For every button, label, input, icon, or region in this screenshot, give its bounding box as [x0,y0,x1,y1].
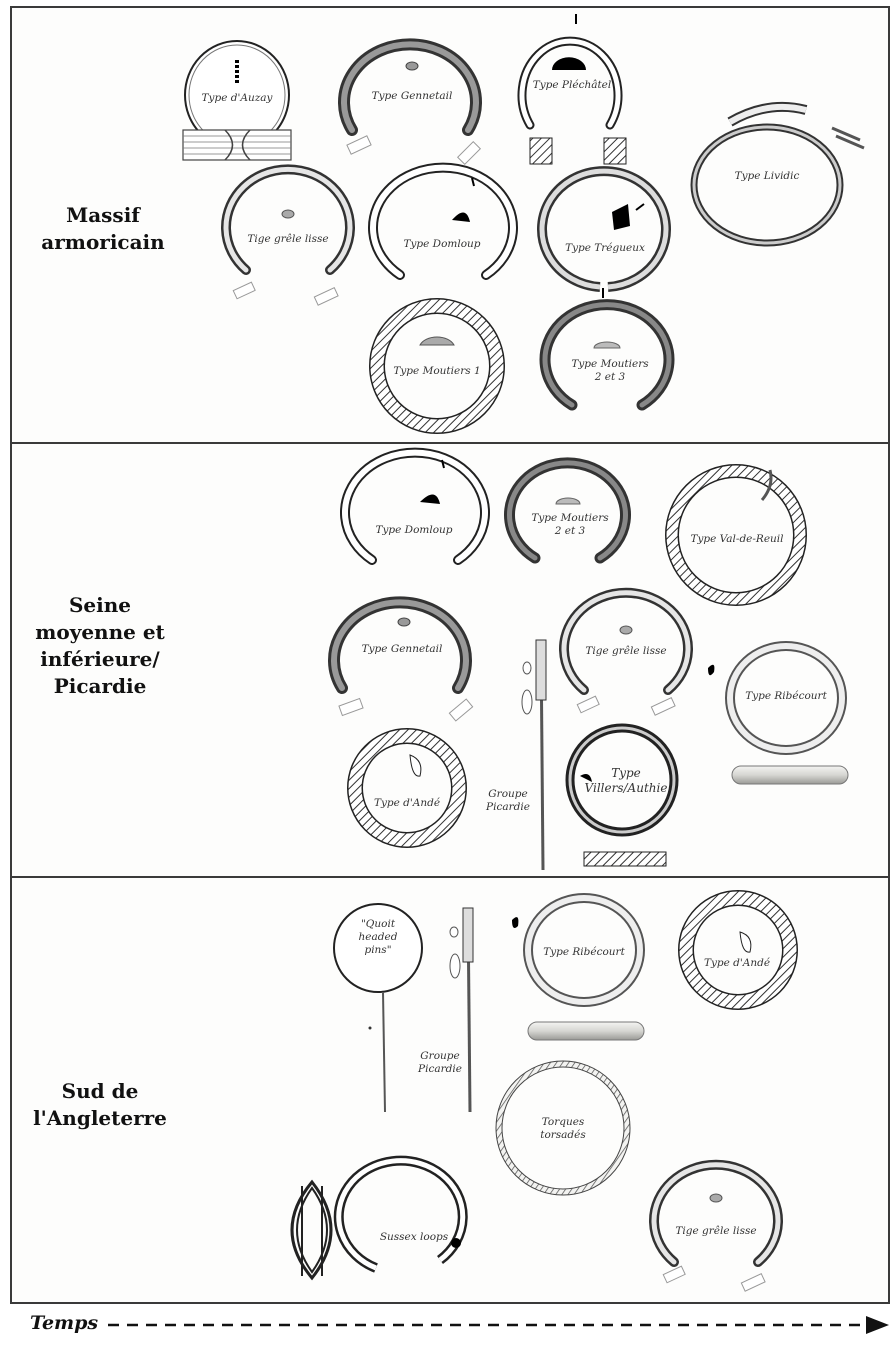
timeline-label: Temps [30,1312,99,1334]
bracelet-ande-1 [347,728,467,848]
label-type-moutiers-2-3: Type Moutiers 2 et 3 [520,512,620,538]
label-line: Groupe [420,1050,460,1062]
label-type-ande: Type d'Andé [373,797,441,809]
region-line: Massif [66,203,140,227]
region-line: l'Angleterre [33,1106,167,1130]
bracelet-moutiers-23-2 [504,457,631,564]
region-line: armoricain [41,230,165,254]
region-sud-angleterre: Sud de l'Angleterre [15,1078,185,1132]
label-line: Villers/Authie [584,781,668,795]
bracelet-moutiers-23-1 [539,299,675,411]
region-line: inférieure/ [40,647,160,671]
bracelet-ande-2 [678,890,798,1010]
label-type-ande: Type d'Andé [703,957,771,969]
label-line: Type [611,766,641,780]
label-line: Type Moutiers [571,358,649,370]
label-type-ribecourt: Type Ribécourt [745,690,827,702]
label-type-tregueux: Type Trégueux [565,242,645,254]
label-line: Picardie [486,801,530,813]
label-type-villers-authie: Type Villers/Authie [576,766,676,796]
bracelet-tige-grele-1 [221,164,355,306]
panel-armorican [10,6,890,444]
bracelet-domloup-2 [340,447,490,565]
label-line: "Quoit [360,918,396,930]
time-arrow [108,1316,889,1334]
bracelet-tige-grele-3 [649,1159,783,1292]
label-line: pins" [364,944,392,956]
sussex-loop-side [290,1179,333,1281]
label-type-lividic: Type Lividic [734,170,800,182]
bracelet-val-de-reuil [665,464,807,606]
label-type-val-de-reuil: Type Val-de-Reuil [690,533,784,545]
region-line: Sud de [61,1079,139,1103]
label-type-domloup: Type Domloup [403,238,481,250]
pin-picardie-2 [449,907,519,1113]
pin-quoit-headed [333,903,423,1113]
bracelet-villers [565,723,679,867]
bracelet-tregueux [537,166,671,298]
bracelet-domloup-1 [368,162,518,280]
region-seine-picardie: Seine moyenne et inférieure/ Picardie [20,592,180,700]
label-quoit-headed-pins: "Quoit headed pins" [346,918,410,957]
label-type-gennetail: Type Gennetail [361,643,443,655]
label-groupe-picardie: Groupe Picardie [474,788,542,814]
label-type-plechatel: Type Pléchâtel [532,79,612,91]
bracelet-plechatel [517,14,627,165]
label-tige-grele-lisse: Tige grêle lisse [675,1225,757,1237]
label-sussex-loops: Sussex loops [379,1231,449,1243]
bracelet-auzay [182,40,292,161]
bracelet-moutiers-1 [369,298,505,434]
region-line: Picardie [53,674,147,698]
region-line: moyenne et [35,620,165,644]
label-line: Type Moutiers [531,512,609,524]
label-type-ribecourt: Type Ribécourt [543,946,625,958]
region-line: Seine [68,593,132,617]
bracelet-gennetail-2 [328,596,474,722]
pin-picardie-1 [521,639,547,871]
label-line: Groupe [488,788,528,800]
label-type-moutiers-2-3: Type Moutiers 2 et 3 [560,358,660,384]
label-line: torsadés [540,1129,586,1141]
label-type-gennetail: Type Gennetail [371,90,453,102]
bracelet-ribecourt-1 [725,641,849,785]
label-type-moutiers-1: Type Moutiers 1 [393,365,481,377]
bracelet-ribecourt-2 [523,893,645,1041]
label-line: Torques [541,1116,585,1128]
label-line: headed [358,931,398,943]
label-torques-torsades: Torques torsadés [520,1116,606,1142]
region-massif-armoricain: Massif armoricain [28,202,178,256]
label-type-auzay: Type d'Auzay [201,92,273,104]
torque-torsade [495,1060,631,1196]
bracelet-lividic [690,101,865,247]
label-line: 2 et 3 [554,525,586,537]
label-tige-grele-lisse: Tige grêle lisse [247,233,329,245]
label-line: 2 et 3 [594,371,626,383]
label-groupe-picardie: Groupe Picardie [406,1050,474,1076]
bracelet-gennetail [338,38,482,166]
label-type-domloup: Type Domloup [375,524,453,536]
label-line: Picardie [418,1063,462,1075]
bracelet-tige-grele-2 [559,587,715,716]
sussex-loop [333,1155,468,1273]
label-tige-grele-lisse: Tige grêle lisse [585,645,667,657]
